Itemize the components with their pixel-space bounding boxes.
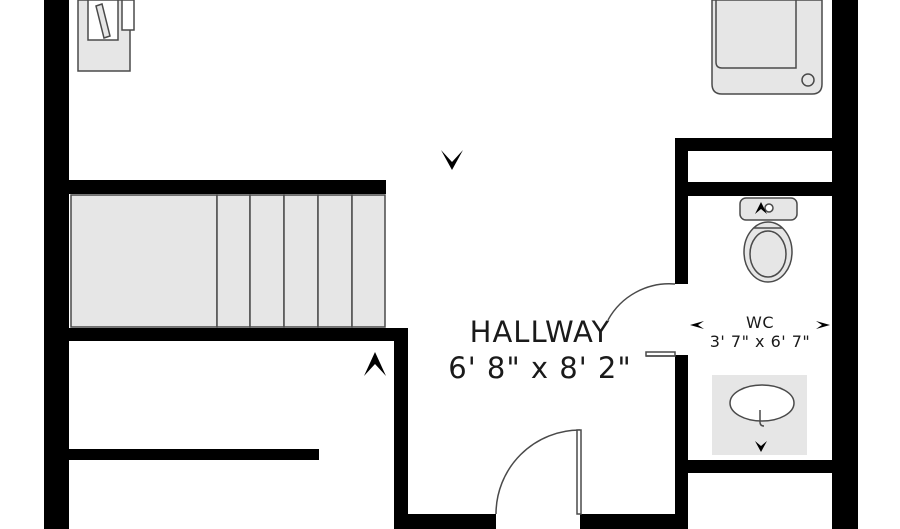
stair-tread-1 xyxy=(216,194,251,328)
wall-closet-top xyxy=(675,138,832,151)
toilet-seat-inner xyxy=(749,230,787,278)
door-swing-wc xyxy=(607,283,676,321)
toilet xyxy=(739,197,798,283)
walls xyxy=(44,0,858,529)
hallway-name: HALLWAY xyxy=(470,315,611,349)
wall-wc-left-upper xyxy=(675,138,688,284)
vanity-faucet xyxy=(95,3,111,39)
arrow-right-wc-icon xyxy=(816,321,830,329)
stair-tread-4 xyxy=(317,194,353,328)
wall-wc-left-lower xyxy=(675,355,688,529)
wall-closet-bottom xyxy=(675,182,832,196)
vanity-side-panel xyxy=(121,0,135,31)
wc-dimensions: 3' 7" x 6' 7" xyxy=(710,332,811,351)
wall-hall-left-vertical xyxy=(394,328,408,529)
wall-right-outer xyxy=(832,0,858,529)
room-labels: HALLWAY 6' 8" x 8' 2" WC 3' 7" x 6' 7" xyxy=(448,313,810,385)
arrow-down-hallway-icon xyxy=(441,150,463,170)
vanity-fixture xyxy=(77,0,135,72)
arrow-left-wc-icon xyxy=(690,321,704,329)
wall-stair-bottom xyxy=(69,328,405,341)
wall-wc-bottom xyxy=(688,460,832,473)
wc-sink-faucet xyxy=(759,410,765,427)
wall-bottom-left-segment xyxy=(394,514,496,529)
bathtub-drain xyxy=(801,73,815,87)
arrow-down-sink-icon xyxy=(755,441,767,452)
toilet-flush-button xyxy=(764,203,774,213)
stair-tread-5 xyxy=(351,194,386,328)
bathtub xyxy=(711,0,823,95)
wall-room-divider xyxy=(69,449,319,460)
direction-markers xyxy=(364,150,830,452)
wall-stair-top xyxy=(69,180,386,194)
bathtub-inner xyxy=(715,0,797,69)
wc-sink xyxy=(712,375,807,455)
door-leaf-front xyxy=(576,429,582,515)
hallway-dimensions: 6' 8" x 8' 2" xyxy=(448,351,631,385)
stair-tread-2 xyxy=(249,194,285,328)
wc-name: WC xyxy=(746,313,774,332)
door-swing-front xyxy=(495,429,581,515)
arrow-up-toilet-icon xyxy=(755,202,767,214)
wall-left-outer xyxy=(44,0,69,529)
doors xyxy=(495,283,676,515)
arrow-up-stairs-icon xyxy=(364,352,386,376)
stair-landing xyxy=(70,194,218,328)
wc-sink-basin xyxy=(729,384,795,422)
stair-tread-3 xyxy=(283,194,319,328)
staircase xyxy=(70,194,386,328)
wall-bottom-right-segment xyxy=(580,514,685,529)
